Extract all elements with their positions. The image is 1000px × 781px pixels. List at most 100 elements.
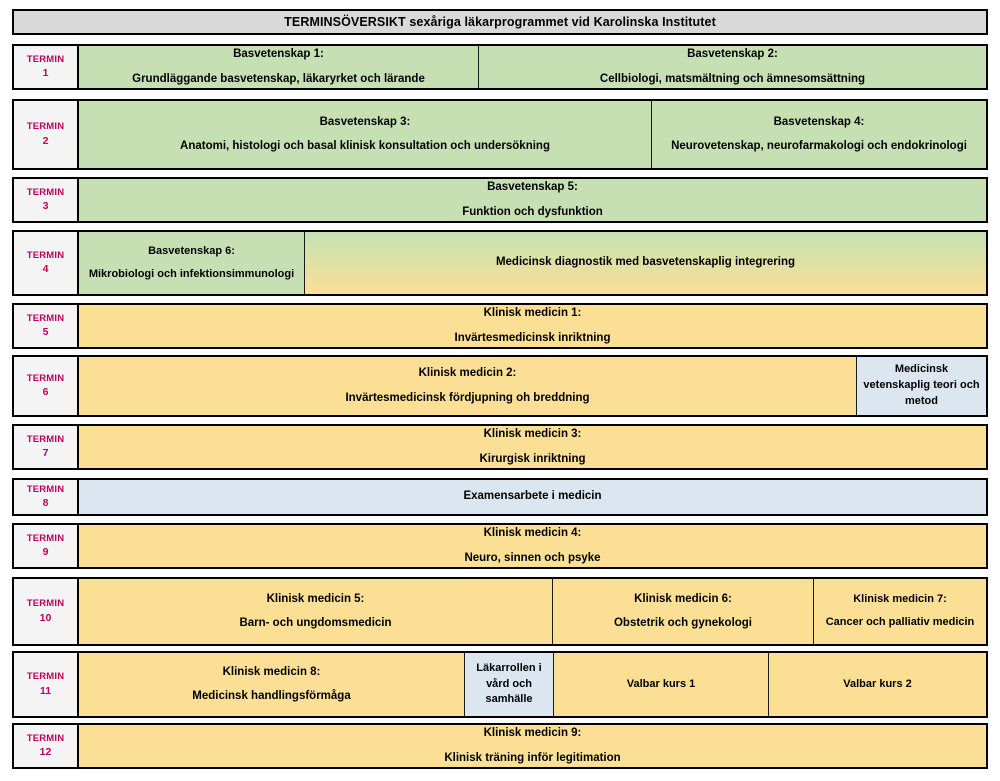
- course-title: Klinisk medicin 1:: [483, 307, 582, 320]
- course-subtitle: Kirurgisk inriktning: [479, 452, 586, 465]
- term-label-7: TERMIN 7: [14, 426, 79, 468]
- term-number: 6: [42, 386, 49, 399]
- course-cell[interactable]: Basvetenskap 4: Neurovetenskap, neurofarm…: [652, 101, 986, 168]
- course-cell[interactable]: Valbar kurs 1: [554, 653, 769, 716]
- course-cell[interactable]: Klinisk medicin 2: Invärtesmedicinsk förd…: [79, 357, 857, 415]
- course-cell[interactable]: Klinisk medicin 1:Invärtesmedicinsk inri…: [79, 305, 986, 347]
- course-cells: Examensarbete i medicin: [79, 480, 986, 514]
- term-word: TERMIN: [26, 732, 65, 744]
- course-title: Basvetenskap 2:: [687, 48, 778, 61]
- course-title: Basvetenskap 4:: [773, 115, 865, 128]
- term-number: 7: [42, 447, 49, 460]
- course-cell[interactable]: Medicinsk diagnostik med basvetenskaplig…: [305, 232, 986, 294]
- term-number: 3: [42, 200, 49, 213]
- course-cell[interactable]: Basvetenskap 6: Mikrobiologi och infektio…: [79, 232, 305, 294]
- term-label-1: TERMIN 1: [14, 46, 79, 88]
- course-cells: Klinisk medicin 1:Invärtesmedicinsk inri…: [79, 305, 986, 347]
- page-title: TERMINSÖVERSIKT sexåriga läkarprogrammet…: [284, 15, 716, 29]
- course-title: Klinisk medicin 2:: [418, 367, 517, 380]
- term-label-4: TERMIN 4: [14, 232, 79, 294]
- course-subtitle: Neuro, sinnen och psyke: [464, 551, 601, 564]
- course-cells: Klinisk medicin 8: Medicinsk handlingsför…: [79, 653, 986, 716]
- course-title: Basvetenskap 3:: [319, 115, 411, 128]
- course-subtitle: Invärtesmedicinsk fördjupning oh breddni…: [345, 391, 590, 404]
- course-cell[interactable]: Klinisk medicin 7:Cancer och palliativ m…: [814, 579, 986, 644]
- course-cells: Basvetenskap 5: Funktion och dysfunktion: [79, 179, 986, 221]
- term-word: TERMIN: [26, 483, 65, 495]
- course-subtitle: Cancer och palliativ medicin: [825, 616, 975, 628]
- course-cells: Basvetenskap 3: Anatomi, histologi och ba…: [79, 101, 986, 168]
- term-row: TERMIN 11 Klinisk medicin 8: Medicinsk hand…: [12, 651, 988, 718]
- course-subtitle: Mikrobiologi och infektionsimmunologi: [88, 267, 295, 280]
- course-cells: Basvetenskap 1:Grundläggande basvetenska…: [79, 46, 986, 88]
- course-subtitle: Obstetrik och gynekologi: [613, 617, 753, 629]
- term-label-6: TERMIN 6: [14, 357, 79, 415]
- course-cell[interactable]: Examensarbete i medicin: [79, 480, 986, 514]
- course-cell[interactable]: Klinisk medicin 5:Barn- och ungdomsmedic…: [79, 579, 553, 644]
- term-word: TERMIN: [26, 598, 65, 609]
- term-row: TERMIN 6 Klinisk medicin 2: Invärtesmedicin…: [12, 355, 988, 417]
- term-label-9: TERMIN 9: [14, 525, 79, 567]
- term-word: TERMIN: [26, 372, 65, 384]
- term-number: 1: [42, 67, 49, 80]
- course-title: Basvetenskap 5:: [487, 181, 578, 194]
- term-number: 11: [39, 684, 52, 697]
- term-row: TERMIN 12 Klinisk medicin 9:Klinisk tränin…: [12, 723, 988, 769]
- term-label-12: TERMIN 12: [14, 725, 79, 767]
- course-title: Valbar kurs 1: [626, 677, 696, 690]
- course-title: Basvetenskap 6:: [148, 244, 235, 257]
- term-word: TERMIN: [26, 121, 65, 132]
- term-number: 4: [42, 263, 49, 276]
- course-title: Klinisk medicin 4:: [483, 527, 582, 540]
- course-cells: Klinisk medicin 2: Invärtesmedicinsk förd…: [79, 357, 986, 415]
- course-subtitle: Funktion och dysfunktion: [462, 205, 603, 218]
- course-subtitle: Grundläggande basvetenskap, läkaryrket o…: [132, 72, 425, 85]
- course-cell[interactable]: Klinisk medicin 8: Medicinsk handlingsför…: [79, 653, 465, 716]
- course-cell[interactable]: Klinisk medicin 9:Klinisk träning inför …: [79, 725, 986, 767]
- course-cells: Klinisk medicin 3: Kirurgisk inriktning: [79, 426, 986, 468]
- term-word: TERMIN: [26, 186, 65, 198]
- course-cell[interactable]: Medicinsk vetenskaplig teori och metod: [857, 357, 986, 415]
- term-number: 5: [42, 326, 49, 339]
- term-row: TERMIN 7 Klinisk medicin 3: Kirurgisk inrik…: [12, 424, 988, 470]
- course-subtitle: Medicinsk handlingsförmåga: [192, 690, 351, 702]
- term-word: TERMIN: [26, 249, 65, 261]
- course-cell[interactable]: Valbar kurs 2: [769, 653, 986, 716]
- course-title: Klinisk medicin 6:: [634, 592, 732, 605]
- course-title: Klinisk medicin 8:: [222, 665, 321, 678]
- course-cell[interactable]: Klinisk medicin 6: Obstetrik och gynekolo…: [553, 579, 814, 644]
- course-cell[interactable]: Klinisk medicin 3: Kirurgisk inriktning: [79, 426, 986, 468]
- term-label-3: TERMIN 3: [14, 179, 79, 221]
- term-number: 12: [39, 746, 52, 759]
- term-number: 9: [42, 546, 49, 559]
- course-cells: Klinisk medicin 4: Neuro, sinnen och psyk…: [79, 525, 986, 567]
- course-cell[interactable]: Basvetenskap 5: Funktion och dysfunktion: [79, 179, 986, 221]
- course-subtitle: Neurovetenskap, neurofarmakologi och end…: [671, 140, 967, 152]
- course-cells: Basvetenskap 6: Mikrobiologi och infektio…: [79, 232, 986, 294]
- course-cell[interactable]: Basvetenskap 1:Grundläggande basvetenska…: [79, 46, 479, 88]
- term-row: TERMIN 9 Klinisk medicin 4: Neuro, sinnen o…: [12, 523, 988, 569]
- term-word: TERMIN: [26, 671, 65, 682]
- course-title: Läkarrollen i vård och samhälle: [476, 661, 542, 706]
- course-subtitle: Cellbiologi, matsmältning och ämnesomsät…: [599, 72, 866, 85]
- course-cells: Klinisk medicin 9:Klinisk träning inför …: [79, 725, 986, 767]
- course-subtitle: Anatomi, histologi och basal klinisk kon…: [180, 140, 550, 152]
- course-cell[interactable]: Läkarrollen i vård och samhälle: [465, 653, 554, 716]
- course-title: Klinisk medicin 3:: [483, 428, 582, 441]
- course-subtitle: Klinisk träning inför legitimation: [444, 751, 621, 764]
- term-word: TERMIN: [26, 53, 65, 65]
- term-word: TERMIN: [26, 433, 65, 445]
- course-cell[interactable]: Basvetenskap 3: Anatomi, histologi och ba…: [79, 101, 652, 168]
- course-cell[interactable]: Klinisk medicin 4: Neuro, sinnen och psyk…: [79, 525, 986, 567]
- term-label-11: TERMIN 11: [14, 653, 79, 716]
- course-cell[interactable]: Basvetenskap 2: Cellbiologi, matsmältning…: [479, 46, 986, 88]
- term-word: TERMIN: [26, 532, 65, 544]
- term-row: TERMIN 1 Basvetenskap 1:Grundläggande basv…: [12, 44, 988, 90]
